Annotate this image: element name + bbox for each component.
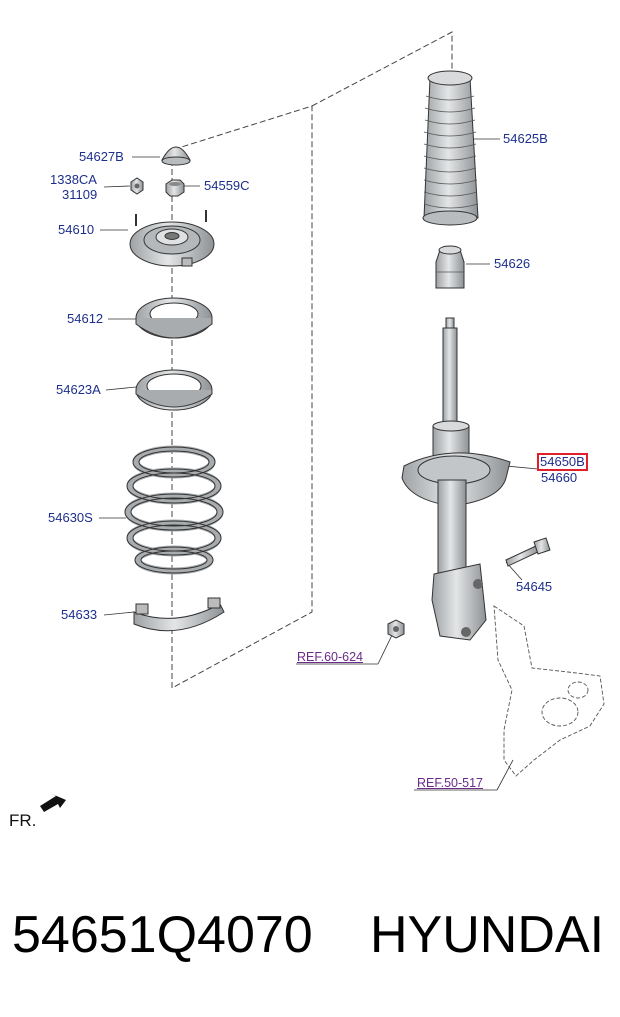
front-direction-arrow xyxy=(40,794,66,812)
dust-boot-part xyxy=(422,70,479,226)
strut-assembly-diagram xyxy=(40,31,605,812)
spring-seat-part xyxy=(135,369,213,411)
label-1338CA[interactable]: 1338CA xyxy=(50,172,97,187)
bump-stopper-part xyxy=(435,245,465,289)
spring-pad-part xyxy=(133,597,225,632)
footer-part-number: 54651Q4070 xyxy=(12,906,313,964)
footer-brand: HYUNDAI xyxy=(370,906,605,964)
assembly-boundary-right xyxy=(311,31,453,107)
label-54627B[interactable]: 54627B xyxy=(79,149,124,164)
label-54625B[interactable]: 54625B xyxy=(503,131,548,146)
label-54612[interactable]: 54612 xyxy=(67,311,104,326)
strut-mount-part xyxy=(129,210,215,267)
label-54559C[interactable]: 54559C xyxy=(204,178,250,193)
label-54630S[interactable]: 54630S xyxy=(48,510,93,525)
label-54650B-highlighted[interactable]: 54650B xyxy=(537,453,588,471)
label-31109[interactable]: 31109 xyxy=(62,187,98,202)
label-54633[interactable]: 54633 xyxy=(61,607,98,622)
leader-lines xyxy=(99,138,539,791)
label-54645[interactable]: 54645 xyxy=(516,579,553,594)
label-54610[interactable]: 54610 xyxy=(58,222,95,237)
shock-absorber-part xyxy=(401,317,511,641)
steering-knuckle-reference xyxy=(493,605,605,777)
coil-spring-part xyxy=(124,445,224,575)
label-54623A[interactable]: 54623A xyxy=(56,382,101,397)
label-54660[interactable]: 54660 xyxy=(541,470,578,485)
front-direction-label: FR. xyxy=(9,811,37,830)
label-54626[interactable]: 54626 xyxy=(494,256,531,271)
ref-link-50-517[interactable]: REF.50-517 xyxy=(417,776,484,790)
ref-link-60-624[interactable]: REF.60-624 xyxy=(297,650,364,664)
bolt-part xyxy=(505,537,551,567)
bearing-part xyxy=(135,297,213,339)
